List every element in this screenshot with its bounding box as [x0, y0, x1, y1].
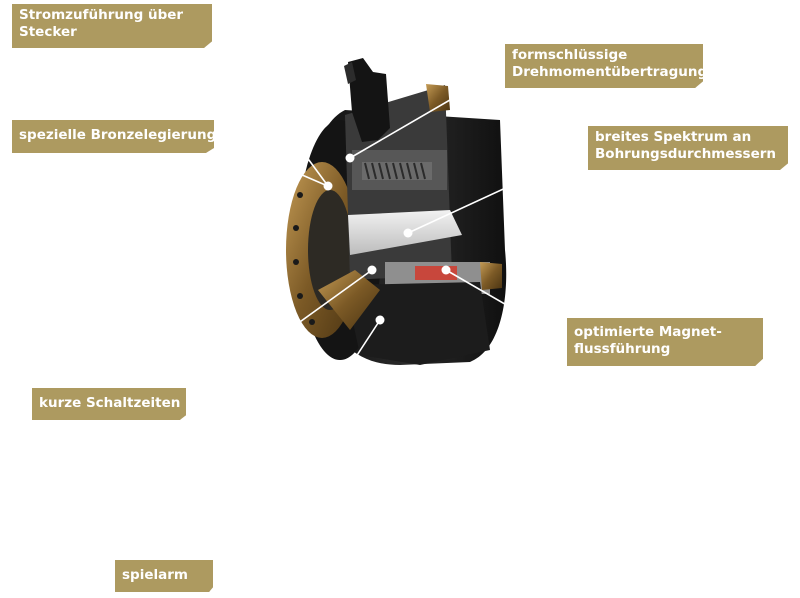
- label-line: formschlüssige: [512, 47, 628, 63]
- label-line: Stromzuführung über: [19, 7, 184, 23]
- label-magnetflussfuehrung: optimierte Magnet- flussführung: [567, 318, 763, 366]
- label-schaltzeiten: kurze Schaltzeiten: [32, 388, 186, 420]
- label-line: Stecker: [19, 24, 77, 40]
- connector-plug: [344, 58, 390, 142]
- label-drehmomentuebertragung: formschlüssige Drehmomentübertragung: [505, 44, 703, 88]
- label-line: spielarm: [122, 567, 188, 583]
- spring: [362, 162, 432, 180]
- label-bohrungsdurchmesser: breites Spektrum an Bohrungsdurchmessern: [588, 126, 788, 170]
- label-line: breites Spektrum an: [595, 129, 752, 145]
- label-bronzelegierung: spezielle Bronzelegierung: [12, 120, 214, 153]
- label-line: optimierte Magnet-: [574, 324, 722, 340]
- bronze-top-segment: [426, 84, 450, 112]
- label-line: Drehmomentübertragung: [512, 64, 708, 80]
- leader-dots: [323, 153, 451, 325]
- label-line: Bohrungsdurchmessern: [595, 146, 777, 162]
- leader-lines: [185, 27, 589, 577]
- label-spielarm: spielarm: [115, 560, 213, 592]
- label-line: kurze Schaltzeiten: [39, 395, 181, 411]
- front-housing: [318, 270, 490, 365]
- label-line: spezielle Bronzelegierung: [19, 127, 217, 143]
- label-stromzufuehrung: Stromzuführung über Stecker: [12, 4, 212, 48]
- label-line: flussführung: [574, 341, 671, 357]
- bronze-side-segment: [480, 262, 502, 290]
